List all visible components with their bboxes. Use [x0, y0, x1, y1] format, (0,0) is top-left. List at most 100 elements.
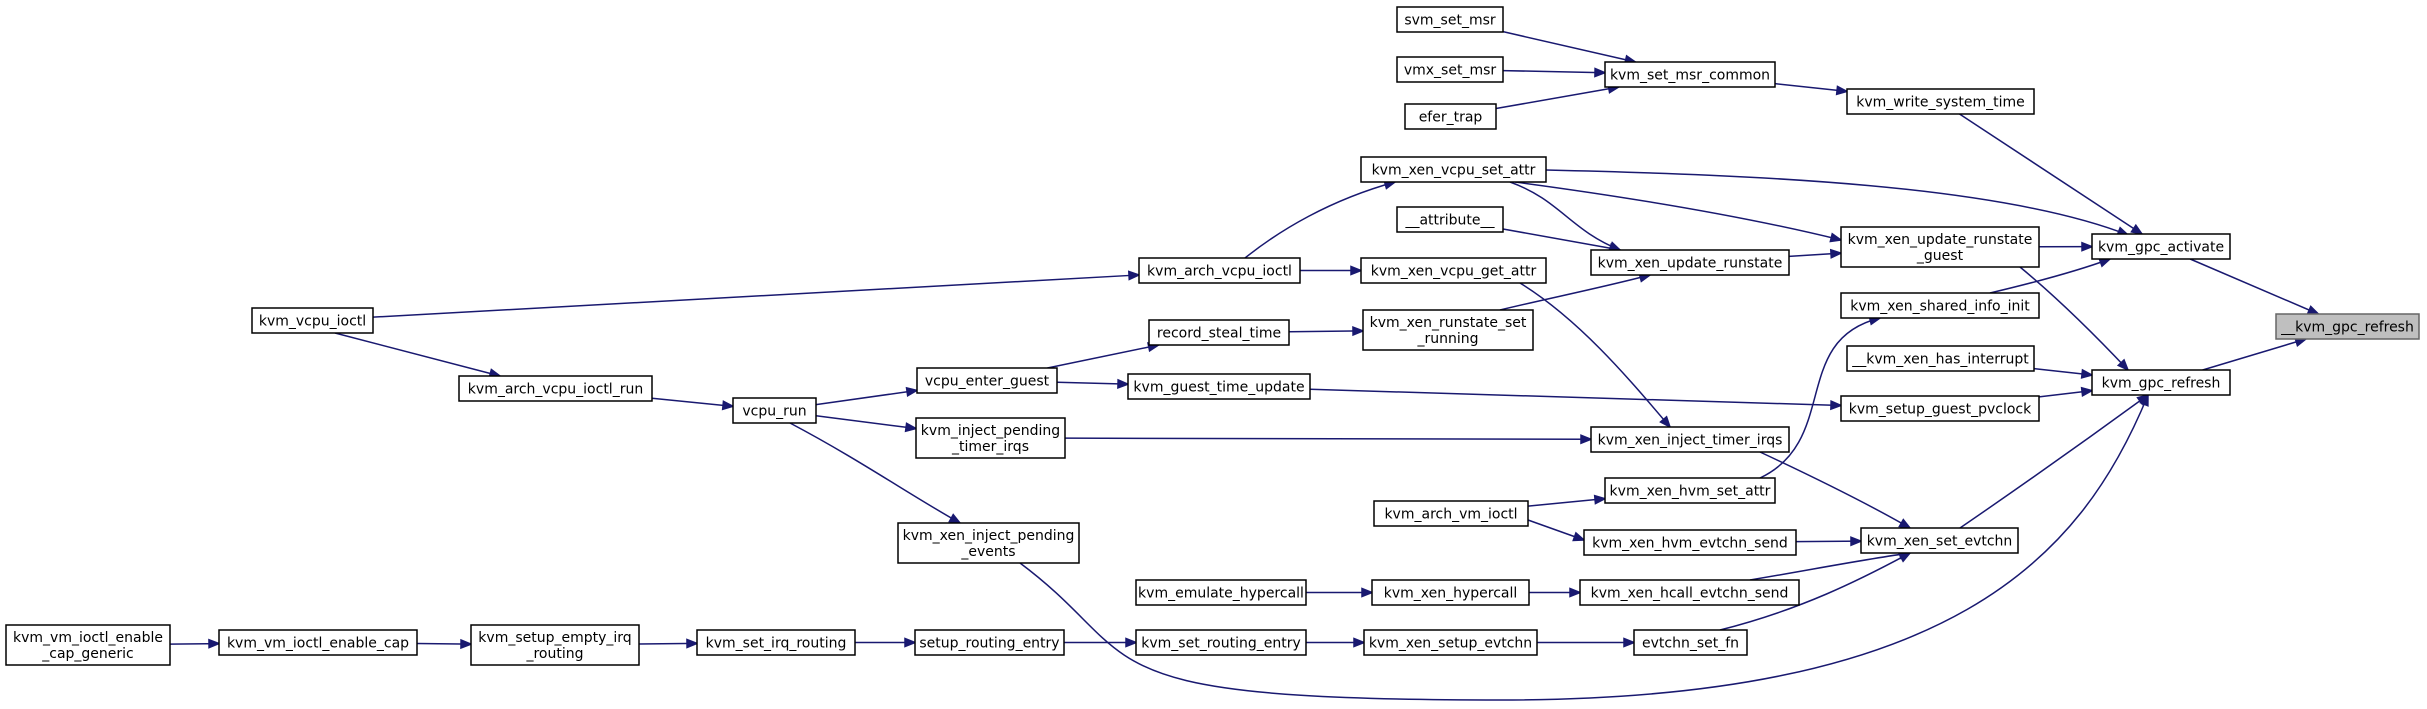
- node-efer-trap[interactable]: efer_trap: [1404, 103, 1497, 130]
- node-emulate-hypercall[interactable]: kvm_emulate_hypercall: [1135, 579, 1307, 606]
- node-update-runstate-guest[interactable]: kvm_xen_update_runstate_guest: [1840, 226, 2040, 268]
- node-label: kvm_gpc_activate: [2098, 240, 2224, 256]
- edge-arrowhead: [1830, 400, 1844, 411]
- node-set-msr-common[interactable]: kvm_set_msr_common: [1604, 61, 1776, 88]
- edge-arrowhead: [1353, 637, 1367, 648]
- node-label: kvm_emulate_hypercall: [1138, 586, 1304, 602]
- edge-line: [815, 415, 917, 430]
- edge-arrowhead: [2098, 257, 2112, 268]
- node-record-steal-time[interactable]: record_steal_time: [1148, 319, 1290, 346]
- node-vmx-set-msr[interactable]: vmx_set_msr: [1396, 56, 1504, 83]
- node-set-irq-routing[interactable]: kvm_set_irq_routing: [696, 629, 856, 656]
- node-label: kvm_set_routing_entry: [1141, 636, 1300, 652]
- edge-arrowhead: [2306, 305, 2321, 315]
- node-arch-vcpu-ioctl[interactable]: kvm_arch_vcpu_ioctl: [1138, 257, 1301, 284]
- edge-arrowhead: [904, 422, 919, 433]
- node-hvm-evtchn-send[interactable]: kvm_xen_hvm_evtchn_send: [1583, 529, 1797, 556]
- edge-efer_trap-to-set_msr_common: [1495, 83, 1621, 110]
- edge-inject_timer_irqs-to-xen_set_evtchn: [1759, 451, 1912, 530]
- edge-arrowhead: [1829, 248, 1844, 259]
- node-vcpu-set-attr[interactable]: kvm_xen_vcpu_set_attr: [1360, 156, 1547, 183]
- edge-setup_routing_entry-to-set_routing_entry: [1064, 637, 1139, 648]
- node-gpc-activate[interactable]: kvm_gpc_activate: [2091, 233, 2231, 260]
- node-box: [732, 397, 817, 424]
- node-vcpu-get-attr[interactable]: kvm_xen_vcpu_get_attr: [1360, 257, 1547, 284]
- node-box: [1396, 206, 1504, 233]
- node-guest-time-update[interactable]: kvm_guest_time_update: [1127, 373, 1311, 400]
- node-vcpu-ioctl[interactable]: kvm_vcpu_ioctl: [251, 307, 374, 334]
- node-xen-has-interrupt[interactable]: __kvm_xen_has_interrupt: [1846, 345, 2035, 372]
- node-box: [1396, 56, 1504, 83]
- node-setup-guest-pvclock[interactable]: kvm_setup_guest_pvclock: [1840, 395, 2040, 422]
- node-box: [1371, 579, 1530, 606]
- node-arch-vcpu-ioctl-run[interactable]: kvm_arch_vcpu_ioctl_run: [458, 375, 653, 402]
- edge-line: [1502, 69, 1606, 74]
- node-svm-set-msr[interactable]: svm_set_msr: [1396, 6, 1504, 33]
- node-box: [1135, 629, 1307, 656]
- edge-line: [1545, 169, 2129, 236]
- node-box: [1404, 103, 1497, 130]
- node-box: [218, 629, 418, 656]
- node-label: kvm_xen_hypercall: [1384, 586, 1518, 602]
- node-box: [1604, 61, 1776, 88]
- node-label: _running: [1416, 331, 1478, 347]
- edge-arrowhead: [1127, 270, 1142, 281]
- edge-setup_guest_pvclock-to-gpc_refresh: [2038, 386, 2095, 398]
- node-runstate-set-running[interactable]: kvm_xen_runstate_set_running: [1362, 309, 1534, 351]
- edge-line: [2019, 266, 2129, 371]
- node-gpc-refresh-internal[interactable]: __kvm_gpc_refresh: [2275, 313, 2420, 340]
- node-vcpu-enter-guest[interactable]: vcpu_enter_guest: [916, 367, 1058, 394]
- node-box: [1604, 477, 1776, 504]
- node-label: kvm_xen_set_evtchn: [1867, 534, 2013, 550]
- node-vm-ioctl-enable-cap[interactable]: kvm_vm_ioctl_enable_cap: [218, 629, 418, 656]
- node-box: [1360, 257, 1547, 284]
- node-box: [1138, 257, 1301, 284]
- node-setup-routing-entry[interactable]: setup_routing_entry: [914, 629, 1065, 656]
- node-write-system-time[interactable]: kvm_write_system_time: [1846, 88, 2035, 115]
- edge-inject_pending_events-to-gpc_refresh: [1019, 393, 2149, 701]
- edge-line: [1056, 381, 1129, 385]
- node-inject-pending-timer-irqs[interactable]: kvm_inject_pending_timer_irqs: [915, 417, 1066, 459]
- node-box: [897, 522, 1080, 564]
- edge-arrowhead: [1572, 531, 1586, 542]
- node-xen-hypercall[interactable]: kvm_xen_hypercall: [1371, 579, 1530, 606]
- edge-line: [1527, 497, 1606, 507]
- edge-line: [1719, 552, 1911, 631]
- node-box: [916, 367, 1058, 394]
- node-label: vcpu_enter_guest: [925, 374, 1050, 390]
- node-set-routing-entry[interactable]: kvm_set_routing_entry: [1135, 629, 1307, 656]
- node-hcall-evtchn-send[interactable]: kvm_xen_hcall_evtchn_send: [1579, 579, 1800, 606]
- node-arch-vm-ioctl[interactable]: kvm_arch_vm_ioctl: [1373, 500, 1529, 527]
- edge-arch_vcpu_ioctl-to-vcpu_get_attr: [1300, 265, 1364, 276]
- node-label: kvm_vm_ioctl_enable_cap: [227, 636, 409, 652]
- edge-arrowhead: [1361, 587, 1375, 598]
- node-hvm-set-attr[interactable]: kvm_xen_hvm_set_attr: [1604, 477, 1776, 504]
- node-inject-timer-irqs[interactable]: kvm_xen_inject_timer_irqs: [1590, 426, 1790, 453]
- node-xen-set-evtchn[interactable]: kvm_xen_set_evtchn: [1860, 527, 2019, 554]
- node-xen-setup-evtchn[interactable]: kvm_xen_setup_evtchn: [1363, 629, 1538, 656]
- node-shared-info-init[interactable]: kvm_xen_shared_info_init: [1840, 292, 2040, 319]
- node-attribute[interactable]: __attribute__: [1396, 206, 1504, 233]
- edge-line: [334, 332, 501, 377]
- node-vcpu-run[interactable]: vcpu_run: [732, 397, 817, 424]
- node-label: kvm_setup_guest_pvclock: [1849, 402, 2032, 418]
- edge-arrowhead: [460, 638, 474, 650]
- node-label: _cap_generic: [41, 646, 134, 662]
- edge-arch_vm_ioctl-to-hvm_set_attr: [1527, 494, 1608, 507]
- node-label: kvm_gpc_refresh: [2102, 376, 2221, 392]
- node-vm-ioctl-enable-cap-generic[interactable]: kvm_vm_ioctl_enable_cap_generic: [5, 624, 171, 666]
- node-setup-empty-irq-routing[interactable]: kvm_setup_empty_irq_routing: [470, 624, 640, 666]
- edge-arrowhead: [208, 638, 222, 649]
- edge-arrowhead: [1117, 378, 1131, 389]
- edge-line: [1959, 394, 2149, 529]
- node-update-runstate[interactable]: kvm_xen_update_runstate: [1590, 249, 1790, 276]
- node-label: svm_set_msr: [1404, 13, 1496, 29]
- edge-arrowhead: [2080, 368, 2095, 379]
- node-evtchn-set-fn[interactable]: evtchn_set_fn: [1633, 629, 1748, 656]
- edge-gpc_activate-to-gpc_refresh_internal: [2189, 258, 2321, 315]
- node-inject-pending-events[interactable]: kvm_xen_inject_pending_events: [897, 522, 1080, 564]
- node-gpc-refresh[interactable]: kvm_gpc_refresh: [2091, 369, 2231, 396]
- edge-arrowhead: [948, 513, 962, 524]
- edge-line: [1509, 181, 1621, 251]
- edges-layer: [169, 30, 2321, 701]
